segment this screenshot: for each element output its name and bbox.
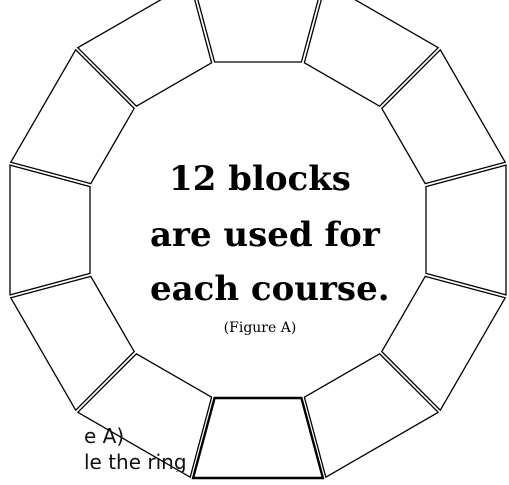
block-6 — [76, 0, 213, 108]
block-5 — [9, 48, 136, 185]
figure-caption: (Figure A) — [223, 320, 297, 336]
block-7 — [197, 0, 319, 63]
block-9 — [380, 48, 507, 185]
block-2 — [76, 352, 213, 479]
block-front — [191, 396, 325, 480]
block-11 — [380, 275, 507, 412]
headline-line-3: each course. — [150, 269, 390, 309]
headline-line-2: are used for — [150, 215, 380, 255]
block-12 — [303, 352, 440, 479]
cropped-body-text-line-1: e A) — [84, 426, 125, 446]
headline-line-1: 12 blocks — [169, 159, 351, 199]
block-3 — [9, 275, 136, 412]
block-8 — [303, 0, 440, 108]
cropped-body-text-line-2: le the ring — [84, 452, 187, 472]
block-10 — [425, 164, 507, 296]
block-4 — [9, 164, 91, 296]
